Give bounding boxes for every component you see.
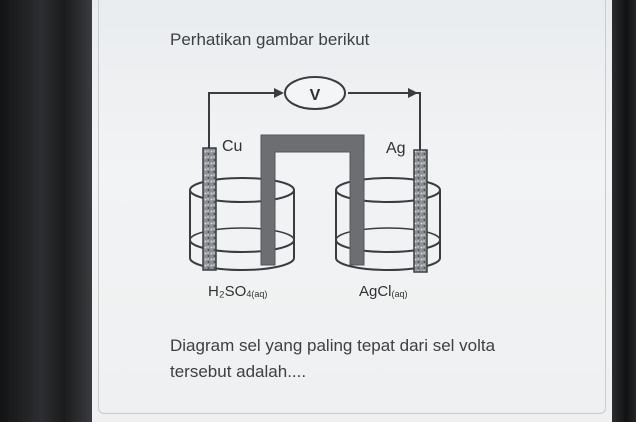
right-beaker [335, 177, 441, 271]
ag-electrode [413, 149, 428, 273]
cu-electrode [202, 147, 217, 271]
voltmeter: V [284, 76, 346, 110]
right-solution-formula: AgCl [359, 283, 392, 300]
voltaic-cell-diagram: V Cu Ag H₂SO4(aq) AgCl(aq) [189, 76, 441, 300]
right-solution-subscript: (aq) [392, 289, 408, 299]
voltmeter-label: V [310, 87, 321, 104]
left-beaker [189, 177, 295, 271]
question-heading: Perhatikan gambar berikut [170, 30, 370, 49]
salt-bridge [260, 134, 365, 266]
screen-frame [98, 0, 606, 414]
cu-electrode-label: Cu [222, 138, 242, 155]
right-solution-label: AgCl(aq) [359, 283, 408, 300]
left-solution-subscript: 4(aq) [246, 289, 267, 299]
question-text: Diagram sel yang paling tepat dari sel v… [170, 336, 496, 381]
left-solution-formula: H₂SO [208, 283, 246, 300]
ag-electrode-label: Ag [386, 140, 406, 157]
device-bezel-left [0, 0, 92, 422]
circuit-wire [208, 88, 421, 150]
left-solution-label: H₂SO4(aq) [208, 283, 267, 300]
device-bezel-right [612, 0, 636, 422]
